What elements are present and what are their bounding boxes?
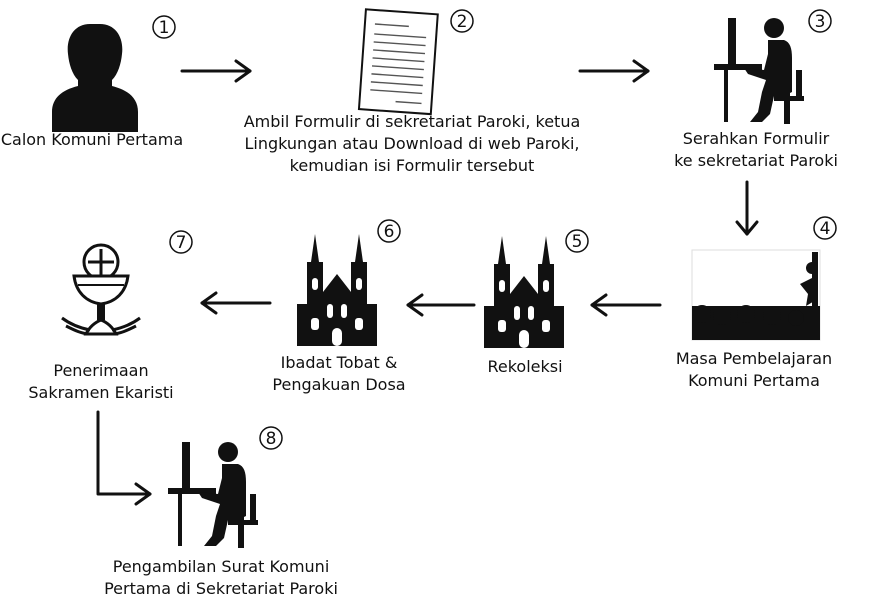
label-line: Komuni Pertama <box>688 371 820 390</box>
step-number-badge: 2 <box>450 9 474 33</box>
step-number-badge: 4 <box>813 216 837 240</box>
step-label-5: Rekoleksi <box>460 356 590 378</box>
arrow-elbow-icon <box>96 410 152 506</box>
step-label-8: Pengambilan Surat Komuni Pertama di Sekr… <box>86 556 356 600</box>
label-line: Pengambilan Surat Komuni <box>112 557 330 576</box>
svg-text:7: 7 <box>176 233 187 253</box>
label-line: Ibadat Tobat & <box>280 353 398 372</box>
person-silhouette-icon <box>52 24 138 132</box>
svg-text:1: 1 <box>159 18 170 38</box>
label-line: Rekoleksi <box>487 357 563 376</box>
church-icon <box>484 236 564 348</box>
label-line: kemudian isi Formulir tersebut <box>289 156 535 175</box>
label-line: Serahkan Formulir <box>682 129 830 148</box>
step-number-badge: 8 <box>259 426 283 450</box>
svg-text:6: 6 <box>384 222 395 242</box>
label-line: Penerimaan <box>53 361 149 380</box>
step-label-1: Calon Komuni Pertama <box>0 129 184 151</box>
step-label-6: Ibadat Tobat & Pengakuan Dosa <box>254 352 424 396</box>
svg-text:4: 4 <box>820 219 831 239</box>
arrow-left-icon <box>590 293 662 317</box>
label-line: Sakramen Ekaristi <box>28 383 174 402</box>
label-line: Pertama di Sekretariat Paroki <box>104 579 338 598</box>
document-form-icon <box>357 8 439 116</box>
label-line: Calon Komuni Pertama <box>0 130 184 149</box>
step-number-badge: 1 <box>152 15 176 39</box>
step-number-badge: 5 <box>565 229 589 253</box>
person-at-computer-icon <box>168 442 258 548</box>
svg-text:5: 5 <box>572 232 583 252</box>
svg-text:8: 8 <box>266 429 277 449</box>
person-at-computer-icon <box>714 18 804 124</box>
chalice-host-icon <box>61 243 141 336</box>
arrow-down-icon <box>735 180 759 236</box>
svg-text:3: 3 <box>815 12 826 32</box>
step-label-3: Serahkan Formulir ke sekretariat Paroki <box>666 128 846 172</box>
step-number-badge: 3 <box>808 9 832 33</box>
svg-text:2: 2 <box>457 12 468 32</box>
label-line: Pengakuan Dosa <box>272 375 406 394</box>
arrow-right-icon <box>180 59 252 83</box>
lecture-audience-icon <box>691 249 821 341</box>
arrow-left-icon <box>406 293 476 317</box>
label-line: Masa Pembelajaran <box>675 349 833 368</box>
label-line: ke sekretariat Paroki <box>674 151 838 170</box>
label-line: Lingkungan atau Download di web Paroki, <box>244 134 580 153</box>
step-number-badge: 7 <box>169 230 193 254</box>
step-number-badge: 6 <box>377 219 401 243</box>
step-label-7: Penerimaan Sakramen Ekaristi <box>16 360 186 404</box>
arrow-right-icon <box>578 59 650 83</box>
church-icon <box>297 234 377 346</box>
arrow-left-icon <box>200 291 272 315</box>
step-label-2: Ambil Formulir di sekretariat Paroki, ke… <box>222 111 602 177</box>
label-line: Ambil Formulir di sekretariat Paroki, ke… <box>243 112 581 131</box>
step-label-4: Masa Pembelajaran Komuni Pertama <box>664 348 844 392</box>
